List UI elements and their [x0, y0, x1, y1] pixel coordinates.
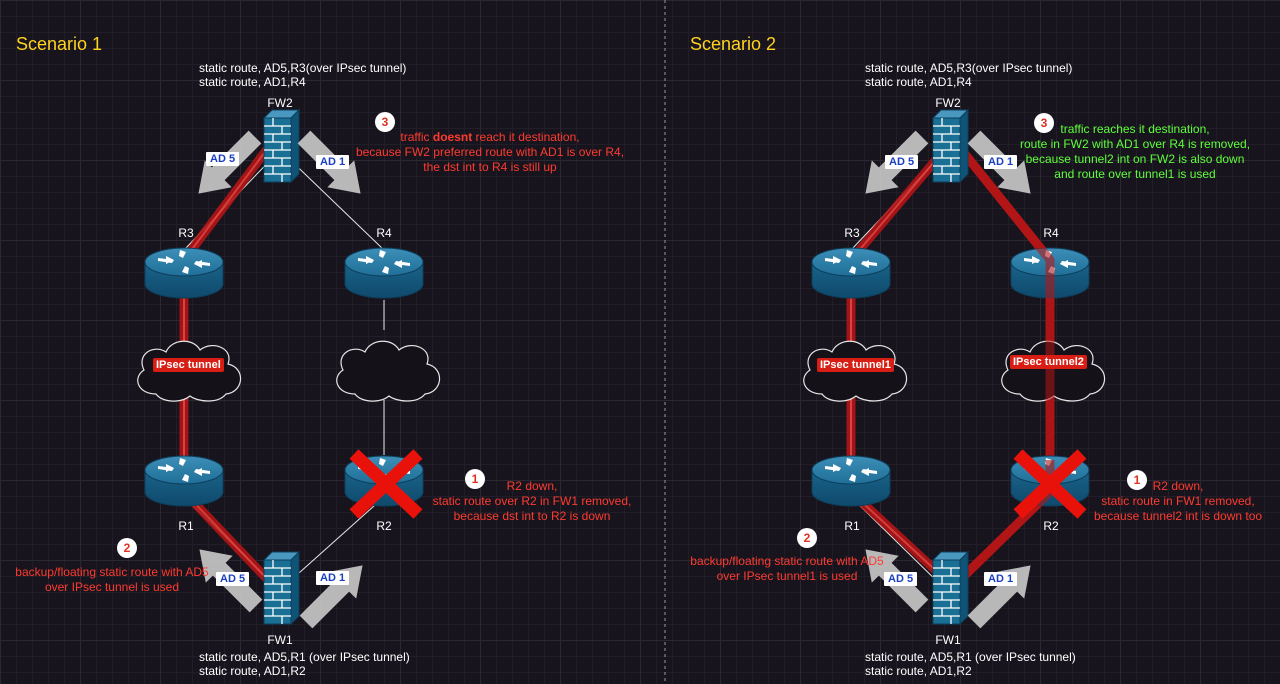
s1-fw2-config-line: static route, AD5,R3(over IPsec tunnel): [199, 61, 407, 75]
s1-note-3-line: because FW2 preferred route with AD1 is …: [355, 145, 625, 159]
s2-step-3-marker: 3: [1034, 113, 1054, 133]
s1-fw2-config-line: static route, AD1,R4: [199, 75, 306, 89]
s2-fw1-label: FW1: [935, 633, 961, 647]
s2-firewall-fw2: [932, 109, 969, 183]
s2-note-3-line: traffic reaches it destination,: [1060, 122, 1210, 136]
scenario-1-diagram: [137, 109, 441, 636]
s1-note-3-line: the dst int to R4 is still up: [423, 160, 557, 174]
s1-note-1-line: R2 down,: [506, 479, 558, 493]
s2-fw2-config-line: static route, AD5,R3(over IPsec tunnel): [865, 61, 1073, 75]
s1-step-1-marker: 1: [465, 469, 485, 489]
s2-fw2-label: FW2: [935, 96, 961, 110]
s2-badge-ad1-top: AD 1: [984, 155, 1018, 169]
s1-note-1-line: because dst int to R2 is down: [453, 509, 611, 523]
s1-firewall-fw1: [263, 551, 300, 625]
s2-tunnel1-label: IPsec tunnel1: [817, 358, 894, 372]
s1-step-3-marker: 3: [375, 112, 395, 132]
s2-fw1-config-line: static route, AD5,R1 (over IPsec tunnel): [865, 650, 1076, 664]
s1-note-2-line: over IPsec tunnel is used: [44, 580, 180, 594]
s2-fw2-config: static route, AD5,R3(over IPsec tunnel) …: [865, 61, 1072, 89]
s2-router-r1: [811, 455, 891, 507]
s2-r4-label: R4: [1043, 226, 1059, 240]
s1-router-r4: [344, 247, 424, 299]
s2-router-r3: [811, 247, 891, 299]
s1-note-3-line: traffic doesnt reach it destination,: [340, 130, 640, 145]
s1-fw2-config: static route, AD5,R3(over IPsec tunnel) …: [199, 61, 406, 89]
s2-tunnel2-label: IPsec tunnel2: [1010, 355, 1087, 369]
s2-note-1-line: because tunnel2 int is down too: [1093, 509, 1263, 523]
s2-note-1-line: R2 down,: [1152, 479, 1204, 493]
s2-note-3-line: and route over tunnel1 is used: [1054, 167, 1216, 181]
s1-note-2: backup/floating static route with AD5 ov…: [12, 565, 212, 595]
scenario-2-title: Scenario 2: [690, 34, 777, 54]
s1-firewall-fw2: [263, 109, 300, 183]
s2-badge-ad5-bottom: AD 5: [884, 572, 918, 586]
s2-step-1-marker: 1: [1127, 470, 1147, 490]
s2-note-3-line: route in FW2 with AD1 over R4 is removed…: [1019, 137, 1251, 151]
s1-fw1-config-line: static route, AD5,R1 (over IPsec tunnel): [199, 650, 410, 664]
s1-router-r3: [144, 247, 224, 299]
s2-step-2-marker: 2: [797, 528, 817, 548]
s1-note-3-post: reach it destination,: [472, 130, 580, 144]
s1-r1-label: R1: [178, 519, 194, 533]
s2-fw1-config: static route, AD5,R1 (over IPsec tunnel)…: [865, 650, 1076, 678]
s2-firewall-fw1: [932, 551, 969, 625]
s1-note-1-line: static route over R2 in FW1 removed,: [432, 494, 632, 508]
s1-note-3-pre: traffic: [400, 130, 433, 144]
s1-badge-ad5-bottom: AD 5: [216, 572, 250, 586]
s1-r3-label: R3: [178, 226, 194, 240]
scenario-1-title: Scenario 1: [16, 34, 103, 54]
s1-fw1-config-line: static route, AD1,R2: [199, 664, 306, 678]
s1-cloud-right: [336, 340, 441, 402]
s2-note-2: backup/floating static route with AD5 ov…: [682, 554, 892, 584]
s1-r4-label: R4: [376, 226, 392, 240]
s2-note-1-line: static route in FW1 removed,: [1101, 494, 1255, 508]
s1-r2-label: R2: [376, 519, 392, 533]
s2-r1-label: R1: [844, 519, 860, 533]
s1-note-3: traffic doesnt reach it destination, bec…: [340, 130, 640, 175]
s1-step-2-marker: 2: [117, 538, 137, 558]
s2-fw2-config-line: static route, AD1,R4: [865, 75, 972, 89]
s2-r3-label: R3: [844, 226, 860, 240]
s1-note-3-bold: doesnt: [432, 130, 473, 144]
s1-fw2-label: FW2: [267, 96, 293, 110]
s2-note-2-line: over IPsec tunnel1 is used: [716, 569, 858, 583]
s2-badge-ad1-bottom: AD 1: [984, 572, 1018, 586]
s1-note-2-line: backup/floating static route with AD5: [15, 565, 209, 579]
s1-fw1-label: FW1: [267, 633, 293, 647]
s2-note-2-line: backup/floating static route with AD5: [690, 554, 884, 568]
s1-badge-ad1-bottom: AD 1: [316, 571, 350, 585]
s1-badge-ad5-top: AD 5: [206, 152, 240, 166]
s1-tunnel-label: IPsec tunnel: [153, 358, 224, 372]
s1-note-1: R2 down, static route over R2 in FW1 rem…: [422, 479, 642, 524]
s2-note-3-line: because tunnel2 int on FW2 is also down: [1025, 152, 1245, 166]
s1-badge-ad1-top: AD 1: [316, 155, 350, 169]
s2-fw1-config-line: static route, AD1,R2: [865, 664, 972, 678]
s2-note-1: R2 down, static route in FW1 removed, be…: [1078, 479, 1278, 524]
s2-badge-ad5-top: AD 5: [885, 155, 919, 169]
s2-r2-label: R2: [1043, 519, 1059, 533]
s1-router-r1: [144, 455, 224, 507]
s2-note-3: traffic reaches it destination, route in…: [1010, 122, 1260, 182]
scenario-2-diagram: [803, 109, 1106, 636]
s1-fw1-config: static route, AD5,R1 (over IPsec tunnel)…: [199, 650, 410, 678]
